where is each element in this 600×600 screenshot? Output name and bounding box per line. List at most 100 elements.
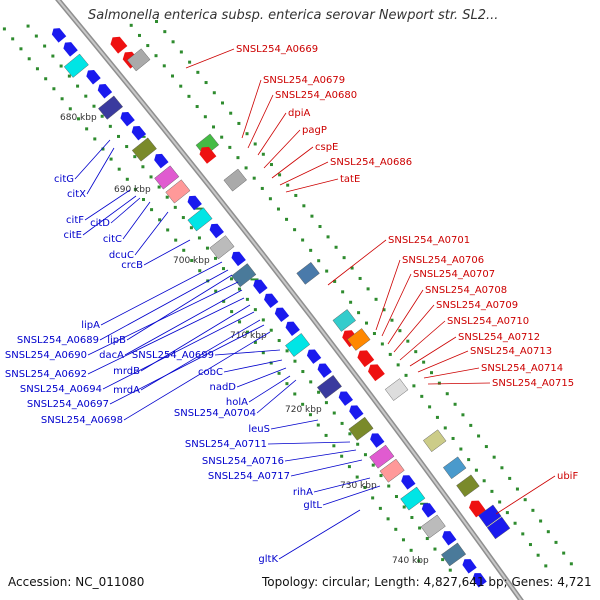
gene-leader-line	[285, 178, 339, 193]
guide-dot	[309, 380, 313, 384]
guide-dot	[276, 207, 280, 211]
guide-dot	[154, 54, 158, 58]
guide-dot	[325, 269, 329, 273]
gene-label-reverse: citC	[103, 234, 122, 245]
guide-dot	[141, 165, 145, 169]
guide-dot	[508, 476, 512, 480]
guide-dot	[326, 235, 330, 239]
gene-label-reverse: lipB	[107, 335, 126, 346]
guide-dot	[539, 519, 543, 523]
gene-label-reverse: leuS	[248, 424, 270, 435]
guide-dot	[390, 318, 394, 322]
guide-dot	[374, 297, 378, 301]
forward-gene-block	[126, 48, 151, 72]
gene-label-forward: SNSL254_A0701	[388, 235, 470, 246]
scale-tick-label: 730 kbp	[340, 481, 377, 491]
guide-dot	[302, 204, 306, 208]
gene-label-reverse: mrdB	[113, 366, 140, 377]
guide-dot	[125, 177, 129, 181]
guide-dot	[205, 246, 209, 250]
gene-label-forward: SNSL254_A0713	[470, 346, 552, 357]
guide-dot	[109, 157, 113, 161]
guide-dot	[342, 256, 346, 260]
guide-dot	[230, 310, 234, 314]
forward-gene-block	[478, 504, 502, 528]
guide-dot	[195, 105, 199, 109]
gene-label-reverse: gltL	[303, 500, 322, 511]
genome-title: Salmonella enterica subsp. enterica sero…	[88, 8, 499, 23]
gene-label-forward: cspE	[315, 142, 338, 153]
guide-dot	[333, 279, 337, 283]
guide-dot	[238, 320, 242, 324]
guide-dot	[544, 564, 548, 568]
reverse-gene-block	[400, 486, 426, 511]
guide-dot	[76, 84, 80, 88]
gene-leader-line	[124, 289, 243, 356]
reverse-gene-arrow	[338, 391, 353, 406]
guide-dot	[363, 453, 367, 457]
guide-dot	[521, 532, 525, 536]
guide-dot	[317, 390, 321, 394]
gene-label-forward: SNSL254_A0715	[492, 378, 574, 389]
gene-leader-line	[267, 441, 351, 445]
gene-leader-line	[99, 269, 229, 341]
guide-dot	[221, 101, 225, 105]
reverse-gene-block	[420, 514, 446, 539]
guide-dot	[513, 521, 517, 525]
reverse-gene-arrow	[63, 42, 78, 57]
gene-label-forward: dpiA	[288, 108, 310, 119]
guide-dot	[146, 44, 150, 48]
guide-dot	[214, 289, 218, 293]
guide-dot	[155, 20, 159, 24]
guide-dot	[59, 64, 63, 68]
guide-dot	[162, 64, 166, 68]
guide-dot	[348, 432, 352, 436]
forward-gene-block	[423, 429, 447, 452]
reverse-gene-arrow	[401, 475, 416, 490]
gene-label-reverse: SNSL254_A0698	[41, 415, 123, 426]
gene-label-reverse: dcuC	[109, 250, 134, 261]
reverse-gene-arrow	[306, 349, 322, 364]
gene-label-reverse: SNSL254_A0716	[202, 456, 284, 467]
guide-dot	[253, 308, 257, 312]
gene-label-reverse: citF	[66, 215, 84, 226]
guide-dot	[260, 186, 264, 190]
guide-dot	[188, 60, 192, 64]
guide-dot	[467, 458, 471, 462]
gene-label-reverse: SNSL254_A0717	[208, 471, 290, 482]
gene-leader-line	[143, 239, 191, 266]
guide-dot	[310, 214, 314, 218]
guide-dot	[445, 392, 449, 396]
guide-dot	[371, 496, 375, 500]
accession-text: Accession: NC_011080	[8, 575, 145, 589]
guide-dot	[198, 269, 202, 273]
guide-dot	[286, 183, 290, 187]
guide-dot	[245, 297, 249, 301]
guide-dot	[277, 371, 281, 375]
gene-label-reverse: lipA	[81, 320, 100, 331]
guide-dot	[228, 145, 232, 149]
gene-label-reverse: SNSL254_A0694	[20, 384, 102, 395]
guide-dot	[418, 526, 422, 530]
gene-leader-line	[247, 94, 274, 149]
guide-dot	[68, 107, 72, 111]
guide-dot	[409, 548, 413, 552]
reverse-gene-block	[63, 53, 89, 78]
guide-dot	[245, 132, 249, 136]
guide-dot	[212, 91, 216, 95]
gene-label-reverse: rihA	[293, 487, 313, 498]
guide-dot	[253, 142, 257, 146]
gene-label-forward: SNSL254_A0707	[413, 269, 495, 280]
guide-dot	[182, 248, 186, 252]
guide-dot	[133, 155, 137, 159]
forward-gene-block	[442, 456, 467, 480]
guide-dot	[181, 216, 185, 220]
guide-dot	[461, 413, 465, 417]
guide-dot	[101, 147, 105, 151]
gene-leader-line	[134, 211, 169, 256]
guide-dot	[515, 487, 519, 491]
guide-dot	[197, 236, 201, 240]
guide-dot	[117, 167, 121, 171]
guide-dot	[498, 500, 502, 504]
